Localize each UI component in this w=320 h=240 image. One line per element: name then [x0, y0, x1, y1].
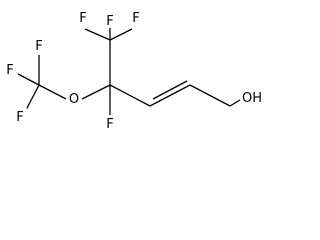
atom-layer: F F F F F F O F OH [3, 9, 264, 132]
bond-cf3-f-top-left [84, 28, 111, 41]
bond-c4-c3 [109, 84, 151, 107]
atom-f-top-left: F [79, 11, 86, 26]
bond-cf3-f-top-right [109, 28, 133, 41]
bond-ocf3-f-left [17, 73, 40, 86]
bond-c4-oxygen [81, 84, 111, 100]
molecule-structure: F F F F F F O F OH [3, 9, 264, 132]
bond-c3-c2 [149, 84, 191, 107]
atom-oxygen: O [69, 92, 79, 107]
bond-ocf3-f-bottom [25, 84, 40, 111]
atom-hydroxyl: OH [242, 91, 262, 106]
bond-c3-c2-second [152, 80, 188, 100]
structure-canvas: F F F F F F O F OH [0, 0, 268, 138]
bond-c1-oh [229, 99, 241, 107]
atom-f-ocf3-left: F [6, 63, 13, 78]
atom-f-ocf3-top: F [35, 39, 42, 54]
bond-layer [17, 27, 241, 115]
atom-f-mid: F [106, 14, 113, 29]
atom-f-quaternary: F [106, 117, 113, 132]
bond-oxygen-ocf3 [38, 84, 67, 100]
atom-f-top-right: F [132, 11, 139, 26]
bond-c2-c1 [189, 84, 231, 107]
atom-f-ocf3-bottom: F [16, 110, 23, 125]
